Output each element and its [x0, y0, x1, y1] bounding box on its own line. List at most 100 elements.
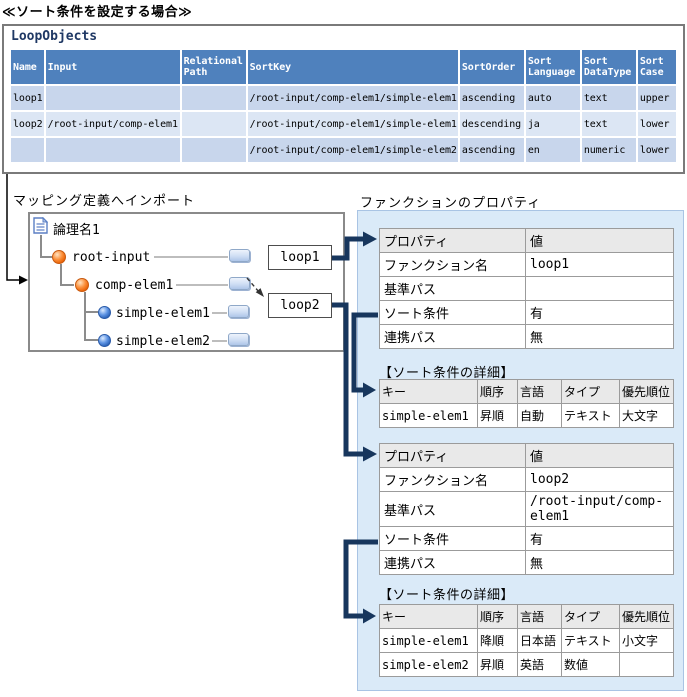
column-header: プロパティ	[379, 443, 526, 468]
tree-connector	[84, 292, 98, 313]
table-cell	[619, 652, 674, 677]
table-cell	[45, 86, 180, 110]
table-row: ソート条件有	[379, 526, 674, 551]
column-header: 優先順位	[619, 379, 674, 404]
table-cell: 昇順	[477, 652, 518, 677]
table-cell: upper	[637, 86, 676, 110]
header-row: キー順序言語タイプ優先順位	[379, 379, 674, 404]
table-cell: 小文字	[619, 628, 674, 653]
table-cell: loop2	[525, 467, 674, 492]
loop2-function-box[interactable]: loop2	[268, 293, 332, 318]
mapping-handle-button[interactable]	[228, 305, 249, 318]
table-cell: 連携パス	[379, 324, 526, 349]
table-row: 基準パス/root-input/comp-elem1	[379, 491, 674, 527]
column-header: Sort Case	[637, 50, 676, 84]
column-header: Relational Path	[181, 50, 246, 84]
table-cell: 有	[525, 526, 674, 551]
table-cell	[181, 138, 246, 162]
mapping-lead-line	[154, 256, 228, 258]
sort-detail-caption: 【ソート条件の詳細】	[379, 366, 515, 381]
table-row: 連携パス無	[379, 550, 674, 575]
loopobjects-title: LoopObjects	[11, 29, 98, 44]
column-header: Sort DataType	[581, 50, 636, 84]
table-cell: ファンクション名	[379, 467, 526, 492]
table-cell	[181, 86, 246, 110]
table-cell: /root-input/comp-elem1/simple-elem1	[247, 86, 458, 110]
table-cell: ソート条件	[379, 526, 526, 551]
tree-node-comp-elem1[interactable]: comp-elem1	[95, 278, 174, 293]
mapping-lead-line	[212, 340, 227, 342]
column-header: 優先順位	[619, 604, 674, 629]
simple-element-icon	[98, 334, 111, 347]
tree-node-simple-elem1[interactable]: simple-elem1	[116, 306, 210, 321]
tree-connector	[40, 235, 52, 258]
column-header: SortKey	[247, 50, 458, 84]
table-cell: 無	[525, 324, 674, 349]
table-cell: text	[581, 86, 636, 110]
table-cell: simple-elem1	[379, 403, 478, 428]
sort-detail-caption: 【ソート条件の詳細】	[379, 588, 515, 603]
column-header: 順序	[477, 379, 518, 404]
column-header: Name	[11, 50, 44, 84]
table-cell: 大文字	[619, 403, 674, 428]
mapping-lead-line	[176, 284, 228, 286]
table-cell: /root-input/comp-elem1/simple-elem1	[247, 112, 458, 136]
table-cell: 数値	[561, 652, 620, 677]
column-header: キー	[379, 604, 478, 629]
table-cell: lower	[637, 138, 676, 162]
table-cell: 基準パス	[379, 491, 526, 527]
table-cell	[525, 276, 674, 301]
column-header: Sort Language	[525, 50, 580, 84]
complex-element-icon	[52, 250, 66, 264]
column-header: Input	[45, 50, 180, 84]
table-cell: loop1	[525, 252, 674, 277]
tree-connector	[84, 311, 98, 341]
tree-node-logical-name[interactable]: 論理名1	[53, 223, 100, 238]
table-row: ソート条件有	[379, 300, 674, 325]
column-header: 言語	[517, 379, 562, 404]
simple-element-icon	[98, 306, 111, 319]
table-cell: en	[525, 138, 580, 162]
table-cell: auto	[525, 86, 580, 110]
table-row: loop2/root-input/comp-elem1/root-input/c…	[11, 112, 676, 136]
loop1-function-box[interactable]: loop1	[268, 245, 332, 270]
column-header: SortOrder	[459, 50, 524, 84]
table-cell: 日本語	[517, 628, 562, 653]
header-row: プロパティ値	[379, 443, 674, 468]
document-icon	[33, 217, 48, 234]
table-cell: テキスト	[561, 628, 620, 653]
table-cell: text	[581, 112, 636, 136]
table-cell	[45, 138, 180, 162]
table-cell: simple-elem1	[379, 628, 478, 653]
mapping-handle-button[interactable]	[229, 277, 250, 290]
function-properties-label: ファンクションのプロパティ	[360, 196, 542, 211]
mapping-handle-button[interactable]	[229, 249, 250, 262]
table-cell: ファンクション名	[379, 252, 526, 277]
tree-node-simple-elem2[interactable]: simple-elem2	[116, 334, 210, 349]
table-cell: descending	[459, 112, 524, 136]
table-cell: /root-input/comp-elem1	[45, 112, 180, 136]
tree-node-root-input[interactable]: root-input	[72, 250, 151, 265]
column-header: タイプ	[561, 379, 620, 404]
table-cell: ascending	[459, 86, 524, 110]
table-cell: loop2	[11, 112, 44, 136]
table-cell: 無	[525, 550, 674, 575]
table-cell	[181, 112, 246, 136]
table-cell: 連携パス	[379, 550, 526, 575]
mapping-import-label: マッピング定義へインポート	[13, 194, 196, 209]
table-row: 基準パス	[379, 276, 674, 301]
mapping-handle-button[interactable]	[228, 333, 249, 346]
table-cell	[11, 138, 44, 162]
mapping-lead-line	[212, 312, 227, 314]
table-row: loop1/root-input/comp-elem1/simple-elem1…	[11, 86, 676, 110]
